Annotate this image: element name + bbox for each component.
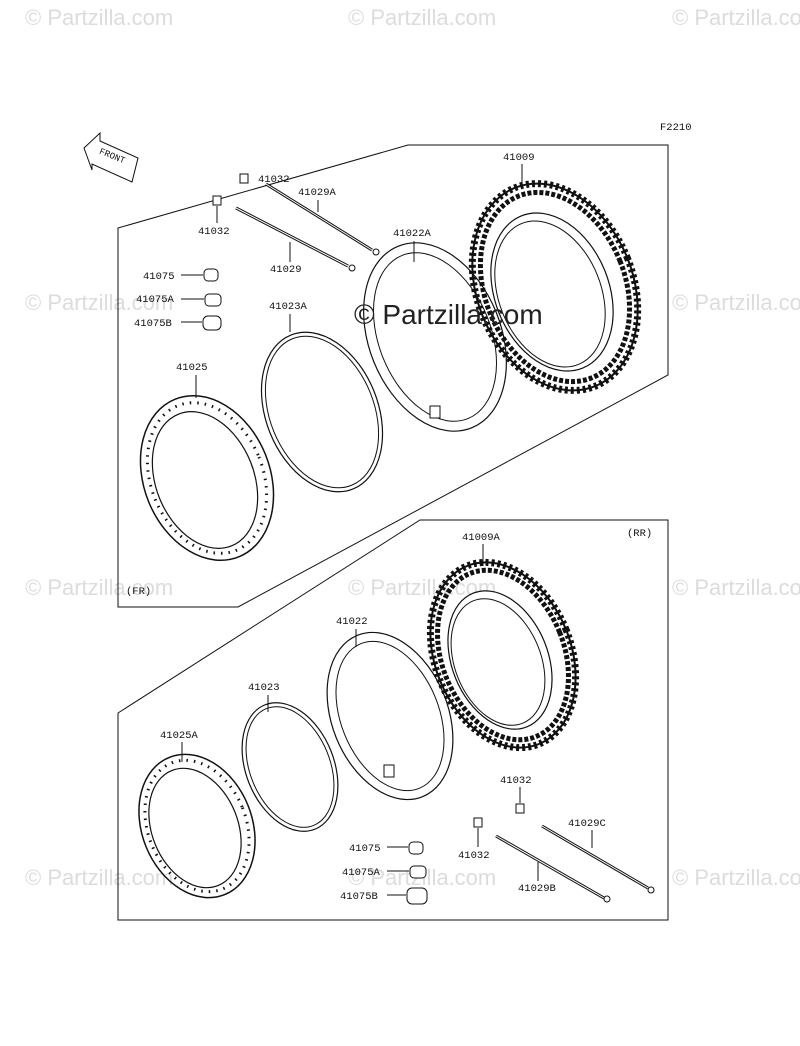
rear-rim-band — [241, 702, 339, 832]
front-arrow-icon: FRONT — [83, 131, 139, 183]
front-cap-a — [204, 293, 222, 307]
label-rear-cap-b: 41075B — [340, 891, 378, 903]
front-tire — [468, 180, 642, 394]
label-front-cap-b: 41075B — [134, 318, 172, 330]
label-rear-rim: 41025A — [160, 730, 199, 742]
rear-nipple-left — [473, 817, 483, 828]
label-front-spoke-a: 41029A — [298, 187, 337, 199]
label-front-nipple-top: 41032 — [258, 174, 290, 186]
label-front-tire: 41009 — [503, 152, 535, 164]
watermark: © Partzilla.com — [25, 865, 173, 890]
watermark: © Partzilla.com — [348, 5, 496, 30]
rear-panel-border — [117, 519, 669, 921]
watermark-layer: © Partzilla.com © Partzilla.com © Partzi… — [25, 5, 800, 890]
front-wheel-panel: (FR) 41009 41022A 41023A — [117, 144, 669, 608]
label-rear-spoke-c: 41029C — [568, 818, 606, 830]
front-cap-b — [202, 315, 222, 331]
label-rear-cap-a: 41075A — [342, 867, 381, 879]
rear-cap-a — [409, 865, 427, 879]
watermark: © Partzilla.com — [672, 5, 800, 30]
figure-code: F2210 — [660, 122, 692, 134]
label-rear-spoke-b: 41029B — [518, 883, 556, 895]
rear-tire — [426, 558, 580, 752]
label-front-cap: 41075 — [143, 271, 175, 283]
label-front-rim-band: 41023A — [269, 301, 308, 313]
rear-spoke-b — [495, 834, 611, 903]
rear-wheel-panel: (RR) 41009A 41022 41023 — [117, 519, 669, 921]
watermark: © Partzilla.com — [672, 865, 800, 890]
rear-nipple-top — [515, 803, 525, 814]
rear-rim — [138, 753, 256, 899]
watermark: © Partzilla.com — [25, 575, 173, 600]
front-rim — [139, 394, 275, 562]
front-spoke — [235, 206, 356, 272]
rear-tube — [326, 631, 454, 801]
watermark: © Partzilla.com — [672, 575, 800, 600]
label-rear-cap: 41075 — [349, 843, 381, 855]
label-front-spoke: 41029 — [270, 264, 302, 276]
rear-panel-tag: (RR) — [627, 528, 652, 540]
watermark: © Partzilla.com — [25, 5, 173, 30]
front-panel-border — [117, 144, 669, 608]
label-front-tube: 41022A — [393, 228, 432, 240]
front-panel-tag: (FR) — [126, 586, 151, 598]
label-rear-tube: 41022 — [336, 616, 368, 628]
front-tube — [363, 242, 507, 432]
label-rear-nipple-left: 41032 — [458, 850, 490, 862]
rear-spoke-c — [541, 824, 655, 894]
label-front-cap-a: 41075A — [136, 294, 175, 306]
rear-cap-b — [406, 887, 428, 905]
front-cap — [203, 268, 219, 282]
center-watermark: © Partzilla.com — [354, 299, 543, 330]
label-rear-nipple-top: 41032 — [500, 775, 532, 787]
front-nipple-top — [239, 173, 249, 184]
watermark: © Partzilla.com — [25, 290, 173, 315]
rear-cap — [408, 841, 424, 855]
label-rear-rim-band: 41023 — [248, 682, 280, 694]
watermark: © Partzilla.com — [672, 290, 800, 315]
front-nipple-left — [212, 195, 222, 206]
label-rear-tire: 41009A — [462, 532, 501, 544]
front-spoke-a — [265, 182, 380, 256]
label-front-nipple-left: 41032 — [198, 226, 230, 238]
front-rim-band — [260, 331, 384, 493]
label-front-rim: 41025 — [176, 362, 208, 374]
